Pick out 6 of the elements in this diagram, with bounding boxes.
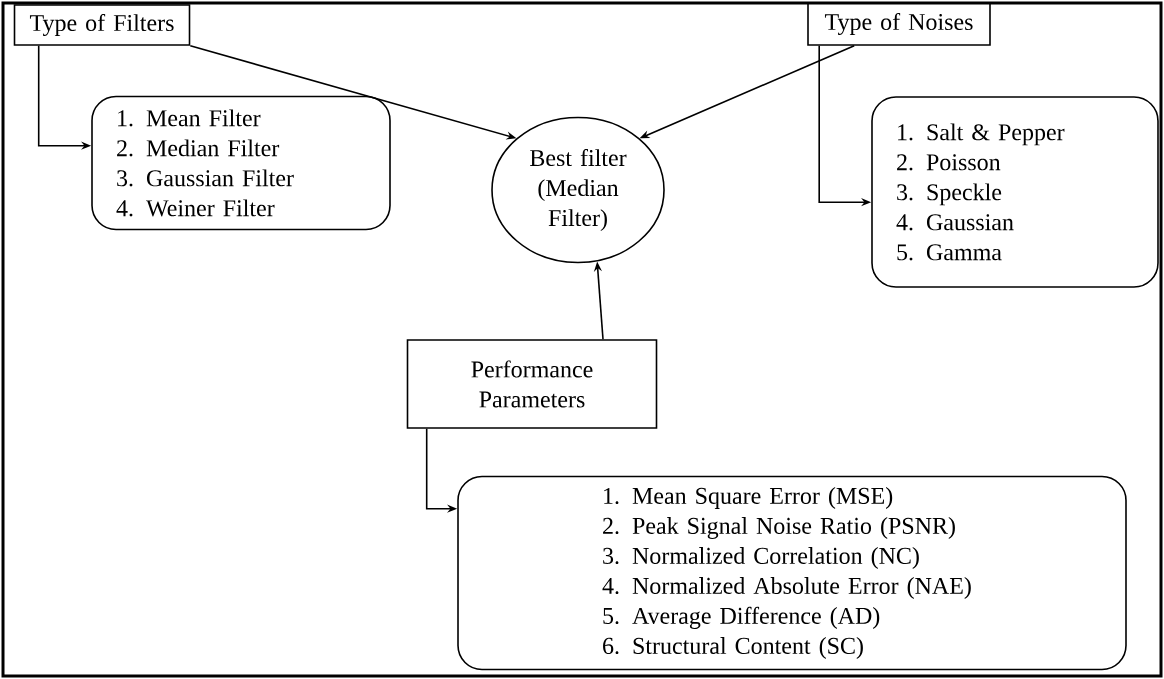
- list-box: 1. Salt & Pepper 2. Poisson 3. Speckle 4. Gaussian 5. Gamma: [871, 96, 1159, 288]
- list-box: 1. Mean Square Error (MSE) 2. Peak Signal Noise Ratio (PSNR) 3. Normalized Correlation (NC) 4. Normalized Absolute Error (NAE) 5. Average Difference (AD) 6. Structural Content (SC): [457, 475, 1127, 671]
- category-box: Type of Filters: [13, 4, 191, 46]
- category-box: Type of Noises: [807, 2, 991, 46]
- category-box: Performance Parameters: [406, 339, 658, 429]
- list-box: 1. Mean Filter 2. Median Filter 3. Gaussian Filter 4. Weiner Filter: [91, 95, 391, 231]
